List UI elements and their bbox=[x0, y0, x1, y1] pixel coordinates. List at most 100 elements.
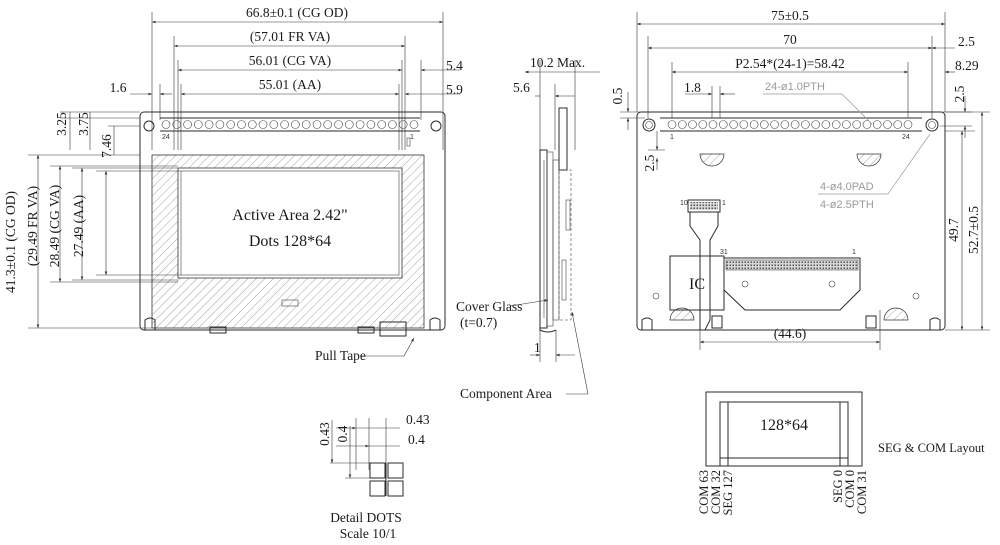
back-pin bbox=[780, 120, 790, 129]
cover-glass-thickness: (t=0.7) bbox=[460, 315, 497, 330]
back-pin bbox=[739, 120, 749, 129]
dim-2-5-top: 2.5 bbox=[958, 34, 975, 49]
pth-note: 24-ø1.0PTH bbox=[765, 81, 825, 93]
layout-label: COM 31 bbox=[855, 470, 869, 514]
dim-width-70: 70 bbox=[783, 32, 797, 47]
front-pin bbox=[334, 120, 343, 129]
front-pin bbox=[301, 120, 311, 129]
dim-2-5-left: 2.5 bbox=[642, 154, 657, 171]
front-pin bbox=[269, 120, 279, 129]
back-pin bbox=[667, 120, 677, 129]
dim-1: 1 bbox=[534, 340, 541, 355]
front-pin bbox=[215, 120, 225, 129]
detail-dim-0-43-v: 0.43 bbox=[317, 422, 332, 446]
detail-dim-0-4-v: 0.4 bbox=[335, 425, 350, 442]
layout-resolution: 128*64 bbox=[760, 417, 808, 434]
dim-7-46: 7.46 bbox=[99, 134, 114, 158]
pull-tape-label: Pull Tape bbox=[315, 348, 366, 363]
front-pin bbox=[312, 120, 322, 129]
back-pin bbox=[831, 120, 841, 129]
dim-44-6: (44.6) bbox=[774, 326, 807, 341]
layout-label: COM 32 bbox=[709, 470, 723, 514]
back-pin bbox=[811, 120, 821, 129]
detail-dim-0-43-h: 0.43 bbox=[406, 412, 430, 427]
layout-label: COM 63 bbox=[697, 470, 711, 514]
back-pin bbox=[677, 120, 687, 129]
dim-fr-va-height: (29.49 FR VA) bbox=[25, 186, 40, 266]
dim-2-5-right: 2.5 bbox=[952, 85, 967, 102]
dim-cg-od-width: 66.8±0.1 (CG OD) bbox=[246, 5, 348, 20]
back-pin bbox=[759, 120, 769, 129]
dim-pitch: P2.54*(24-1)=58.42 bbox=[735, 56, 845, 71]
back-pin-label-left: 1 bbox=[670, 134, 674, 141]
dim-max-thickness: 10.2 Max. bbox=[530, 55, 585, 70]
front-pin bbox=[258, 120, 268, 129]
dim-right-5-9: 5.9 bbox=[446, 82, 463, 97]
layout-label: SEG 127 bbox=[721, 470, 735, 516]
front-pin bbox=[388, 120, 397, 129]
pth2-note: 4-ø2.5PTH bbox=[820, 199, 874, 211]
back-pin bbox=[883, 120, 892, 129]
back-pin bbox=[893, 120, 903, 129]
dim-0-5: 0.5 bbox=[610, 87, 625, 104]
dim-cg-va-width: 56.01 (CG VA) bbox=[249, 53, 331, 68]
front-pin bbox=[323, 120, 333, 129]
dim-cg-od-height: 41.3±0.1 (CG OD) bbox=[3, 191, 18, 293]
front-pin bbox=[366, 120, 376, 129]
dim-3-25: 3.25 bbox=[54, 112, 69, 136]
layout-label: COM 0 bbox=[843, 470, 857, 508]
dim-1-8: 1.8 bbox=[684, 80, 701, 95]
active-area-label: Active Area 2.42" bbox=[232, 207, 347, 224]
fpc-label-left: 10 bbox=[680, 200, 688, 207]
component-area-label: Component Area bbox=[460, 386, 552, 401]
front-pin bbox=[355, 120, 365, 129]
front-pin bbox=[291, 120, 300, 129]
back-pin bbox=[862, 120, 872, 129]
dim-8-29: 8.29 bbox=[955, 58, 979, 73]
detail-title: Detail DOTS bbox=[330, 510, 402, 525]
front-view: 66.8±0.1 (CG OD) (57.01 FR VA) 56.01 (CG… bbox=[3, 5, 463, 363]
back-pin bbox=[801, 120, 810, 129]
front-pin bbox=[172, 120, 182, 129]
front-pin bbox=[237, 120, 246, 129]
detail-dots: 0.43 0.4 0.43 0.4 Detail DOTS Scale 10/1 bbox=[317, 412, 430, 541]
back-pin bbox=[842, 120, 851, 129]
fpc-label-right: 1 bbox=[722, 200, 726, 207]
back-pin bbox=[852, 120, 862, 129]
front-pin-label-left: 24 bbox=[162, 134, 170, 141]
side-view: 10.2 Max. 5.6 1 Cover Glass (t=0.7) Comp… bbox=[456, 55, 600, 401]
detail-scale: Scale 10/1 bbox=[340, 526, 397, 541]
back-pin bbox=[718, 120, 728, 129]
pad-note: 4-ø4.0PAD bbox=[820, 181, 874, 193]
dim-aa-height: 27.49 (AA) bbox=[71, 195, 86, 257]
conn-label-left: 31 bbox=[720, 249, 728, 256]
dim-height-52-7: 52.7±0.5 bbox=[966, 206, 981, 254]
dim-right-5-4: 5.4 bbox=[446, 58, 463, 73]
front-pin bbox=[194, 120, 203, 129]
front-pin bbox=[226, 120, 235, 129]
layout-label: SEG 0 bbox=[831, 470, 845, 503]
front-pin bbox=[183, 120, 192, 129]
front-pin bbox=[280, 120, 289, 129]
front-pin bbox=[344, 120, 354, 129]
dim-fr-va-width: (57.01 FR VA) bbox=[250, 29, 330, 44]
ic-label: IC bbox=[689, 276, 705, 293]
back-pin bbox=[708, 120, 718, 129]
back-pin bbox=[749, 120, 759, 129]
dim-left-offset: 1.6 bbox=[110, 80, 127, 95]
dim-3-75: 3.75 bbox=[76, 112, 91, 136]
front-pin bbox=[398, 120, 408, 129]
back-pin bbox=[903, 120, 913, 129]
back-pin bbox=[790, 120, 800, 129]
dim-height-49-7: 49.7 bbox=[946, 218, 961, 242]
back-pin bbox=[872, 120, 882, 129]
back-pin bbox=[729, 120, 738, 129]
dim-5-6: 5.6 bbox=[513, 80, 530, 95]
dim-aa-width: 55.01 (AA) bbox=[259, 77, 321, 92]
back-pin-label-right: 24 bbox=[902, 134, 910, 141]
cover-glass-label: Cover Glass bbox=[456, 299, 522, 314]
back-pin bbox=[688, 120, 697, 129]
